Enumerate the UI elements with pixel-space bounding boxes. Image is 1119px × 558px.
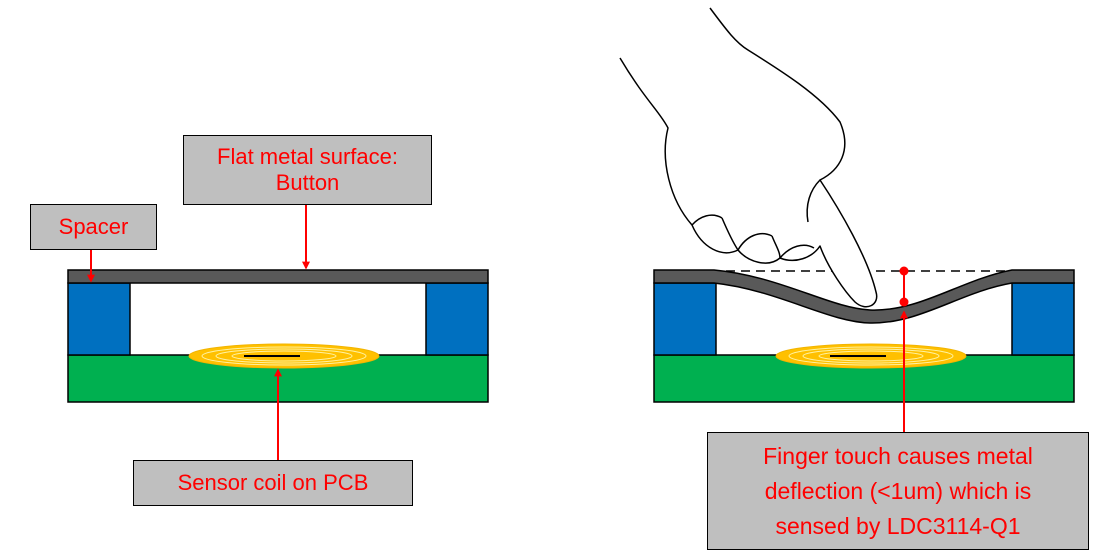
metal-surface-label-line2: Button (275, 170, 340, 195)
left-sensor-coil (188, 343, 380, 369)
spacer-label: Spacer (30, 204, 157, 250)
sensor-coil-label-text: Sensor coil on PCB (177, 470, 369, 495)
left-metal-plate (67, 269, 489, 284)
finger-touch-label-line3: sensed by LDC3114-Q1 (775, 512, 1021, 539)
left-spacer-left (67, 282, 131, 356)
finger-touch-label-line2: deflection (<1um) which is (764, 477, 1032, 504)
right-spacer-left (653, 282, 717, 356)
finger-touch-label-line1: Finger touch causes metal (763, 442, 1033, 469)
finger-touch-label: Finger touch causes metal deflection (<1… (707, 432, 1089, 550)
left-spacer-right (425, 282, 489, 356)
right-spacer-right (1011, 282, 1075, 356)
right-assembly (653, 266, 1075, 432)
spacer-label-text: Spacer (58, 214, 129, 239)
right-sensor-coil (775, 343, 967, 369)
deflection-dot-bottom (899, 297, 909, 307)
deflection-dot-top (899, 266, 909, 276)
metal-surface-label-line1: Flat metal surface: (217, 144, 398, 169)
sensor-coil-label: Sensor coil on PCB (133, 460, 413, 506)
left-assembly (67, 205, 489, 460)
metal-surface-label: Flat metal surface: Button (183, 135, 432, 205)
hand-pointing-icon (619, 7, 878, 308)
right-metal-plate-deflected (653, 269, 1075, 324)
